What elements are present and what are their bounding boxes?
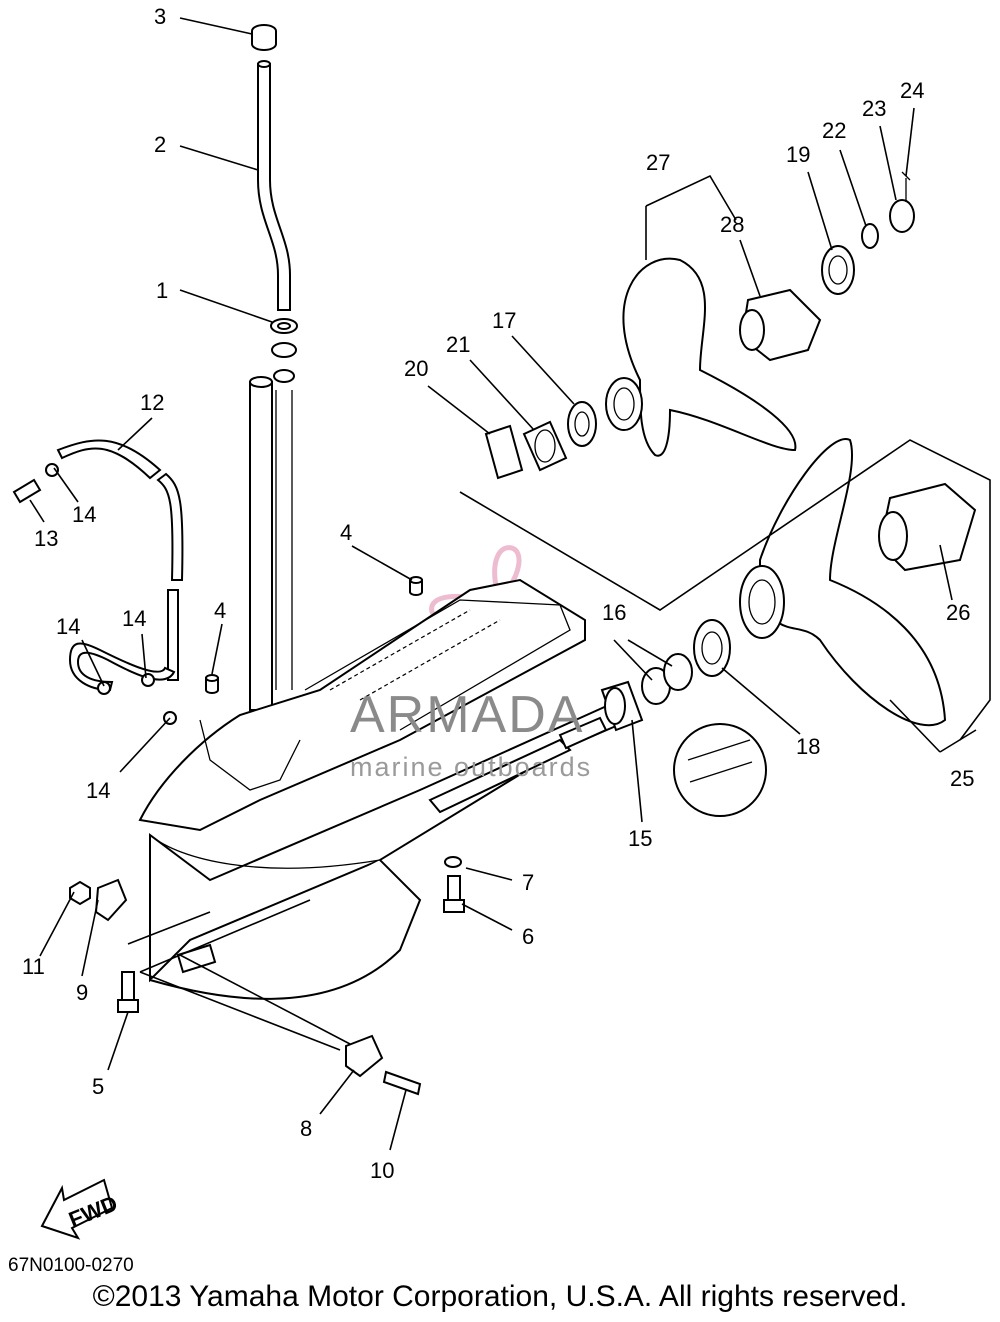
- callout-22: 22: [822, 118, 846, 143]
- callout-16: 16: [602, 600, 626, 625]
- callout-23: 23: [862, 96, 886, 121]
- callout-24: 24: [900, 78, 924, 103]
- callout-1: 1: [156, 278, 168, 303]
- callout-15: 15: [628, 826, 652, 851]
- callout-11: 11: [22, 954, 45, 979]
- callout-9: 9: [76, 980, 88, 1005]
- water-tube-assembly: [249, 24, 298, 711]
- callout-19: 19: [786, 142, 810, 167]
- diagram-code: 67N0100-0270: [8, 1255, 134, 1276]
- callout-14-top: 14: [72, 502, 96, 527]
- callout-12: 12: [140, 390, 164, 415]
- watermark-brand: ARMADA: [350, 686, 584, 744]
- callout-5: 5: [92, 1074, 104, 1099]
- callout-18: 18: [796, 734, 820, 759]
- callout-7: 7: [522, 870, 534, 895]
- watermark-tagline: marine outboards: [350, 752, 592, 782]
- forward-direction-arrow: FWD: [40, 1178, 121, 1240]
- callout-10: 10: [370, 1158, 394, 1183]
- callout-27: 27: [646, 150, 670, 175]
- callout-20: 20: [404, 356, 428, 381]
- callout-numbers: 3 2 1 12 14 13 14 14 14 4 4 7 6 11 9 5 8…: [22, 4, 974, 1183]
- fasteners: [69, 576, 644, 1096]
- propeller-upper: [484, 171, 915, 480]
- callout-14-mid: 14: [122, 606, 146, 631]
- callout-6: 6: [522, 924, 534, 949]
- leader-lines: [29, 17, 977, 1151]
- callout-25: 25: [950, 766, 974, 791]
- callout-21: 21: [446, 332, 470, 357]
- callout-13: 13: [34, 526, 58, 551]
- callout-17: 17: [492, 308, 516, 333]
- callout-2: 2: [154, 132, 166, 157]
- callout-4-left: 4: [214, 598, 226, 623]
- callout-4-right: 4: [340, 520, 352, 545]
- callout-28: 28: [720, 212, 744, 237]
- callout-26: 26: [946, 600, 970, 625]
- callout-8: 8: [300, 1116, 312, 1141]
- propeller-lower: [459, 438, 991, 817]
- copyright-notice: ©2013 Yamaha Motor Corporation, U.S.A. A…: [92, 1280, 908, 1313]
- callout-14-bottom: 14: [86, 778, 110, 803]
- gearcase-body: [138, 578, 632, 1000]
- hose-assembly: [12, 439, 184, 725]
- callout-3: 3: [154, 4, 166, 29]
- callout-14-left: 14: [56, 614, 80, 639]
